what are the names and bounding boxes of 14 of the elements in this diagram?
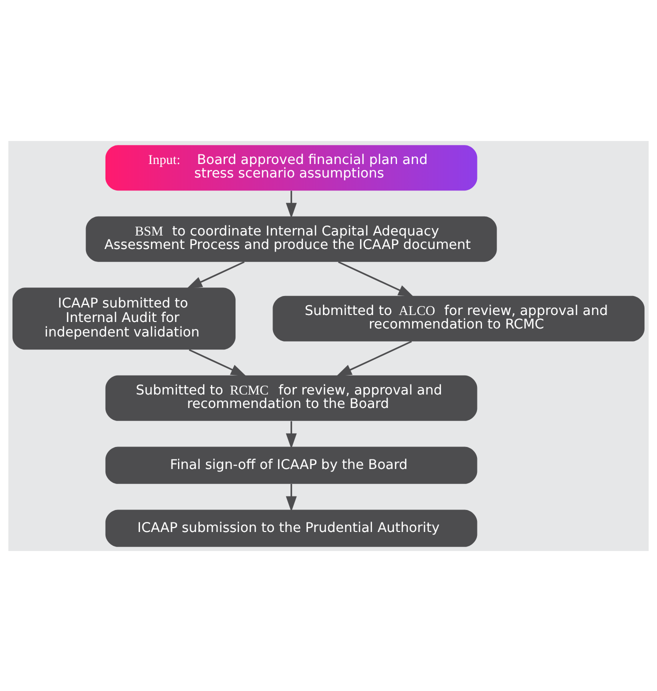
arrow: [188, 348, 246, 376]
arrow: [286, 420, 297, 448]
node-box: BSM to coordinate Internal Capital Adequacy Assessment Process and produce the ICAAP document: [86, 216, 497, 262]
node-box: ICAAP submission to the Prudential Authority: [105, 509, 478, 546]
arrow: [286, 190, 297, 218]
node-box: Final sign-off of ICAAP by the Board: [105, 446, 478, 484]
arrow: [338, 260, 414, 296]
arrow: [336, 340, 412, 376]
node-box: Submitted to RCMC for review, approval and recommendation to the Board: [105, 374, 478, 420]
node-box: ICAAP submitted to Internal Audit for independent validation: [12, 287, 236, 350]
node-box: Submitted to ALCO for review, approval and recommendation to RCMC: [272, 295, 645, 341]
arrow: [186, 260, 245, 288]
arrow: [286, 483, 297, 512]
node-box: Input: Board approved financial plan and stress scenario assumptions: [105, 144, 478, 190]
